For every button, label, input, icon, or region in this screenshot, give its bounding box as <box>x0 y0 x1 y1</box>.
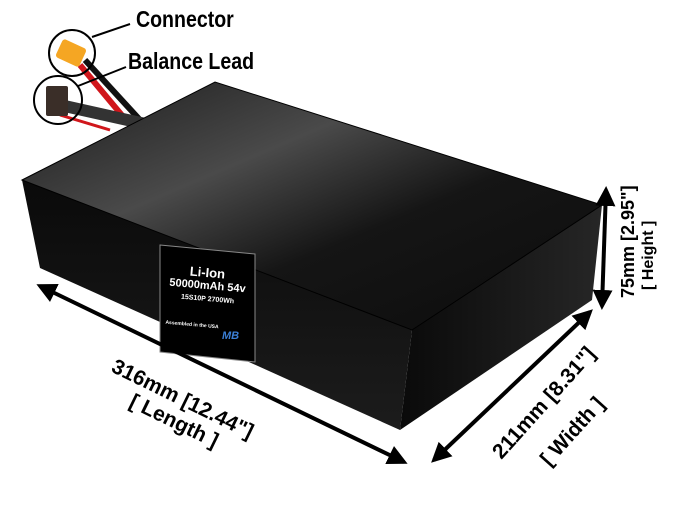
height-caption: [ Height ] <box>640 220 657 290</box>
balance-lead-label: Balance Lead <box>128 48 255 74</box>
connector-label: Connector <box>136 6 234 32</box>
width-arrow <box>431 309 593 463</box>
length-arrow <box>36 283 408 465</box>
connector-callout <box>33 23 131 125</box>
brand-logo: MB <box>222 330 240 342</box>
wires <box>58 57 152 132</box>
height-arrow <box>592 186 616 310</box>
height-dimension: 75mm [2.95"] <box>618 185 638 298</box>
